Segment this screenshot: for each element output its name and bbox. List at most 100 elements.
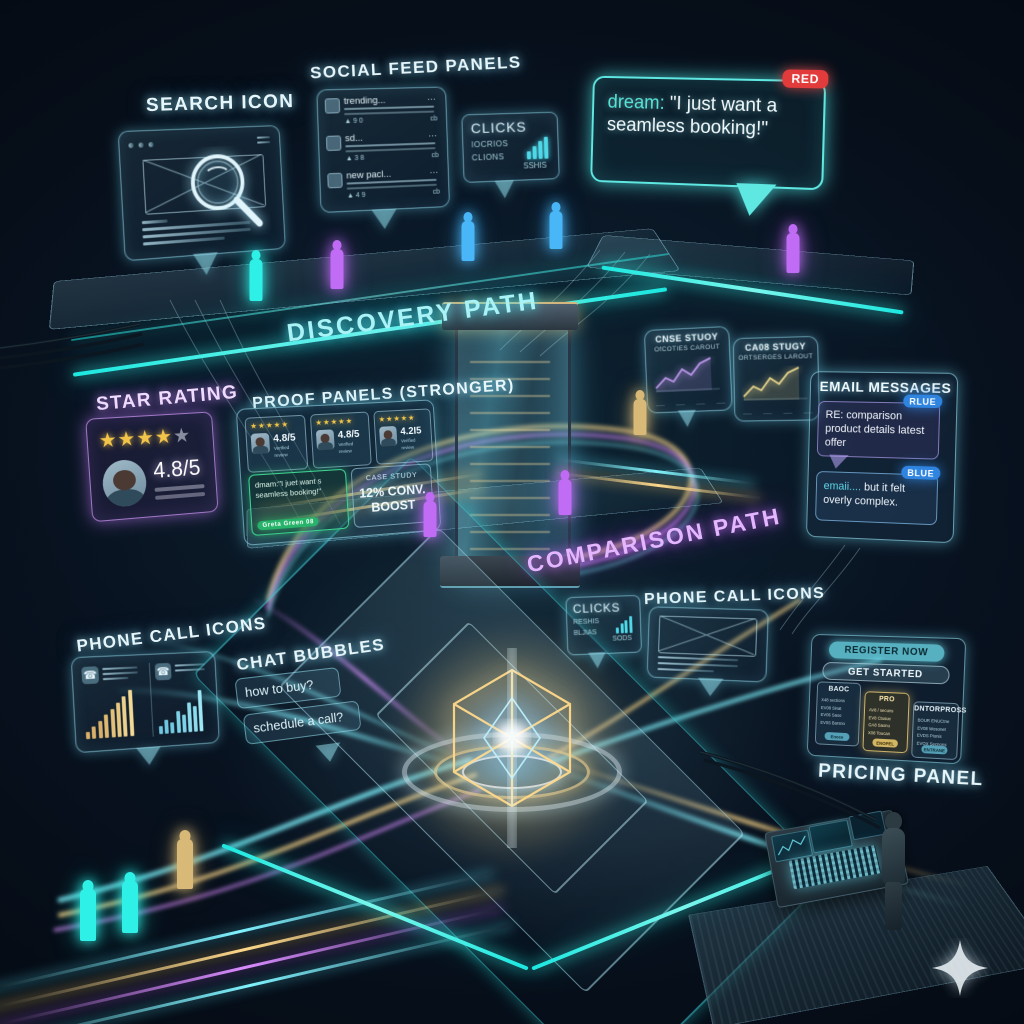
- star-rating-stars: ★★★★★: [98, 424, 192, 453]
- proof-card-sub: Verified review: [273, 444, 290, 458]
- dream-quote-panel[interactable]: dream: "I just want a seamless booking!"…: [590, 69, 829, 217]
- chat-bubble-2-text: schedule a call?: [252, 709, 344, 736]
- column-light-slats: [470, 350, 550, 550]
- clicks-bottom-panel[interactable]: CLICKS RESHIS BLJIAS SODS: [565, 594, 642, 669]
- case-study-chart-subtitle: ORTSERGES LAROUT: [738, 353, 814, 362]
- feed-item-meta: ▲ 9 0: [344, 117, 364, 126]
- pricing-cta-primary[interactable]: REGISTER NOW: [828, 641, 945, 662]
- proof-card-sub: Verified review: [338, 441, 354, 454]
- search-icon-panel[interactable]: [117, 125, 286, 276]
- email-message-1[interactable]: RE: comparison product details latest of…: [816, 394, 943, 469]
- pricing-tier-row: EV0S Barsno: [820, 719, 846, 726]
- dream-quote-prefix: dream:: [607, 91, 666, 114]
- proof-card-stars: ★★★★★: [378, 413, 416, 424]
- clicks-top-panel[interactable]: CLICKS IOCRIOS CLIONS SSHIS: [461, 111, 560, 199]
- proof-card-sub: Verified review: [400, 437, 416, 451]
- feed-item-more-icon[interactable]: ⋯: [429, 166, 440, 178]
- column-base: [440, 556, 580, 588]
- console-screen-2: [808, 819, 853, 854]
- feed-item-more-icon[interactable]: ⋯: [428, 130, 439, 141]
- proof-card-score: 4.8/5: [337, 428, 360, 442]
- phone-call-icons-left-panel[interactable]: ☎ ☎: [70, 650, 220, 766]
- email-message-1-text: RE: comparison product details latest of…: [824, 408, 925, 450]
- social-feed-item[interactable]: new pacl... ⋯ ▲ 4 9 cb: [327, 167, 442, 205]
- social-feed-item[interactable]: trending... ⋯ ▲ 9 0 cb: [324, 93, 440, 130]
- feed-item-more-label: cb: [430, 115, 438, 123]
- clicks-bottom-line1: RESHIS: [573, 618, 600, 627]
- proof-case-study[interactable]: CASE STUDY 12% CONV. BOOST: [350, 463, 435, 529]
- avatar: [101, 458, 148, 509]
- case-study-chart-axis: ________________: [655, 398, 726, 407]
- pricing-cta-secondary[interactable]: GET STARTED: [822, 661, 950, 685]
- avatar: [315, 429, 335, 451]
- operator-figure: [878, 812, 908, 930]
- pricing-tier-button[interactable]: Enoce: [824, 731, 850, 742]
- pricing-tier-button[interactable]: ENTRANE: [921, 744, 948, 755]
- star-rating-score: 4.8/5: [152, 454, 202, 483]
- proof-card-score: 4.8/5: [272, 432, 296, 445]
- clicks-top-line1: IOCRIOS: [471, 139, 509, 150]
- star-rating-panel[interactable]: ★★★★★ 4.8/5: [85, 411, 219, 523]
- clicks-top-caption: CLICKS: [470, 118, 527, 137]
- email-message-2-badge: BLUE: [901, 465, 941, 480]
- email-messages-caption: EMAIL MESSAGES: [819, 378, 952, 397]
- feed-item-more-icon[interactable]: ⋯: [426, 93, 437, 104]
- chat-bubble-2[interactable]: schedule a call?: [242, 700, 362, 745]
- feed-item-title: trending...: [343, 94, 386, 108]
- email-message-2-prefix: emaii....: [823, 480, 862, 494]
- feed-item-thumb: [324, 98, 341, 114]
- phone-call-icon-cell-2: ☎: [148, 660, 212, 737]
- feed-item-meta: ▲ 4 9: [346, 191, 366, 200]
- clicks-bottom-caption: CLICKS: [572, 600, 621, 617]
- column-cap: [442, 302, 578, 330]
- proof-testimonial[interactable]: dmam:"I juet want s seamless booking!" G…: [248, 468, 350, 537]
- clicks-top-bar-chart: [526, 136, 549, 160]
- feed-item-title: new pacl...: [346, 168, 392, 182]
- feed-item-meta: ▲ 3 8: [345, 154, 365, 163]
- phone-call-icons-center-panel[interactable]: [646, 606, 769, 697]
- phone-icon: ☎: [154, 662, 172, 681]
- email-message-1-badge: RLUE: [903, 394, 943, 409]
- feed-item-thumb: [325, 135, 342, 152]
- clicks-bottom-bar-chart: [616, 616, 633, 634]
- pricing-tier-name: BAOC: [828, 685, 850, 694]
- phone-icon: ☎: [81, 666, 100, 685]
- feed-item-thumb: [327, 172, 343, 189]
- clicks-bottom-line2: BLJIAS: [573, 629, 597, 638]
- chat-bubbles-panel[interactable]: how to buy? schedule a call?: [234, 666, 362, 764]
- pricing-tier-name: PRO: [878, 695, 895, 704]
- phone-call-icon-cell-1: ☎: [80, 663, 145, 741]
- proof-card-stars: ★★★★★: [249, 419, 290, 431]
- dream-quote-badge: RED: [782, 69, 829, 89]
- pricing-tier-button[interactable]: ENOPEL: [872, 738, 899, 748]
- proof-testimonial-badge: Greta Green 08: [257, 516, 320, 531]
- clicks-top-chart-label: SSHIS: [523, 160, 547, 171]
- proof-case-study-headline: 12% CONV. BOOST: [358, 481, 426, 515]
- core-icosahedron-icon: [452, 648, 572, 848]
- search-icon: [179, 144, 271, 240]
- proof-card-score: 4.2I5: [400, 425, 422, 438]
- email-messages-panel[interactable]: EMAIL MESSAGES RE: comparison product de…: [805, 371, 959, 544]
- proof-testimonial-text: dmam:"I juet want s seamless booking!": [254, 476, 322, 501]
- feed-item-more-label: cb: [432, 188, 440, 196]
- case-study-chart-subtitle: OfCOTIES CAROUT: [654, 343, 721, 354]
- feed-item-title: sd...: [344, 132, 364, 145]
- four-point-star-sparkle-icon: [932, 940, 988, 996]
- phone-call-bar-chart-blue: [157, 689, 204, 735]
- email-message-2[interactable]: emaii.... but it felt overly complex. BL…: [815, 465, 941, 526]
